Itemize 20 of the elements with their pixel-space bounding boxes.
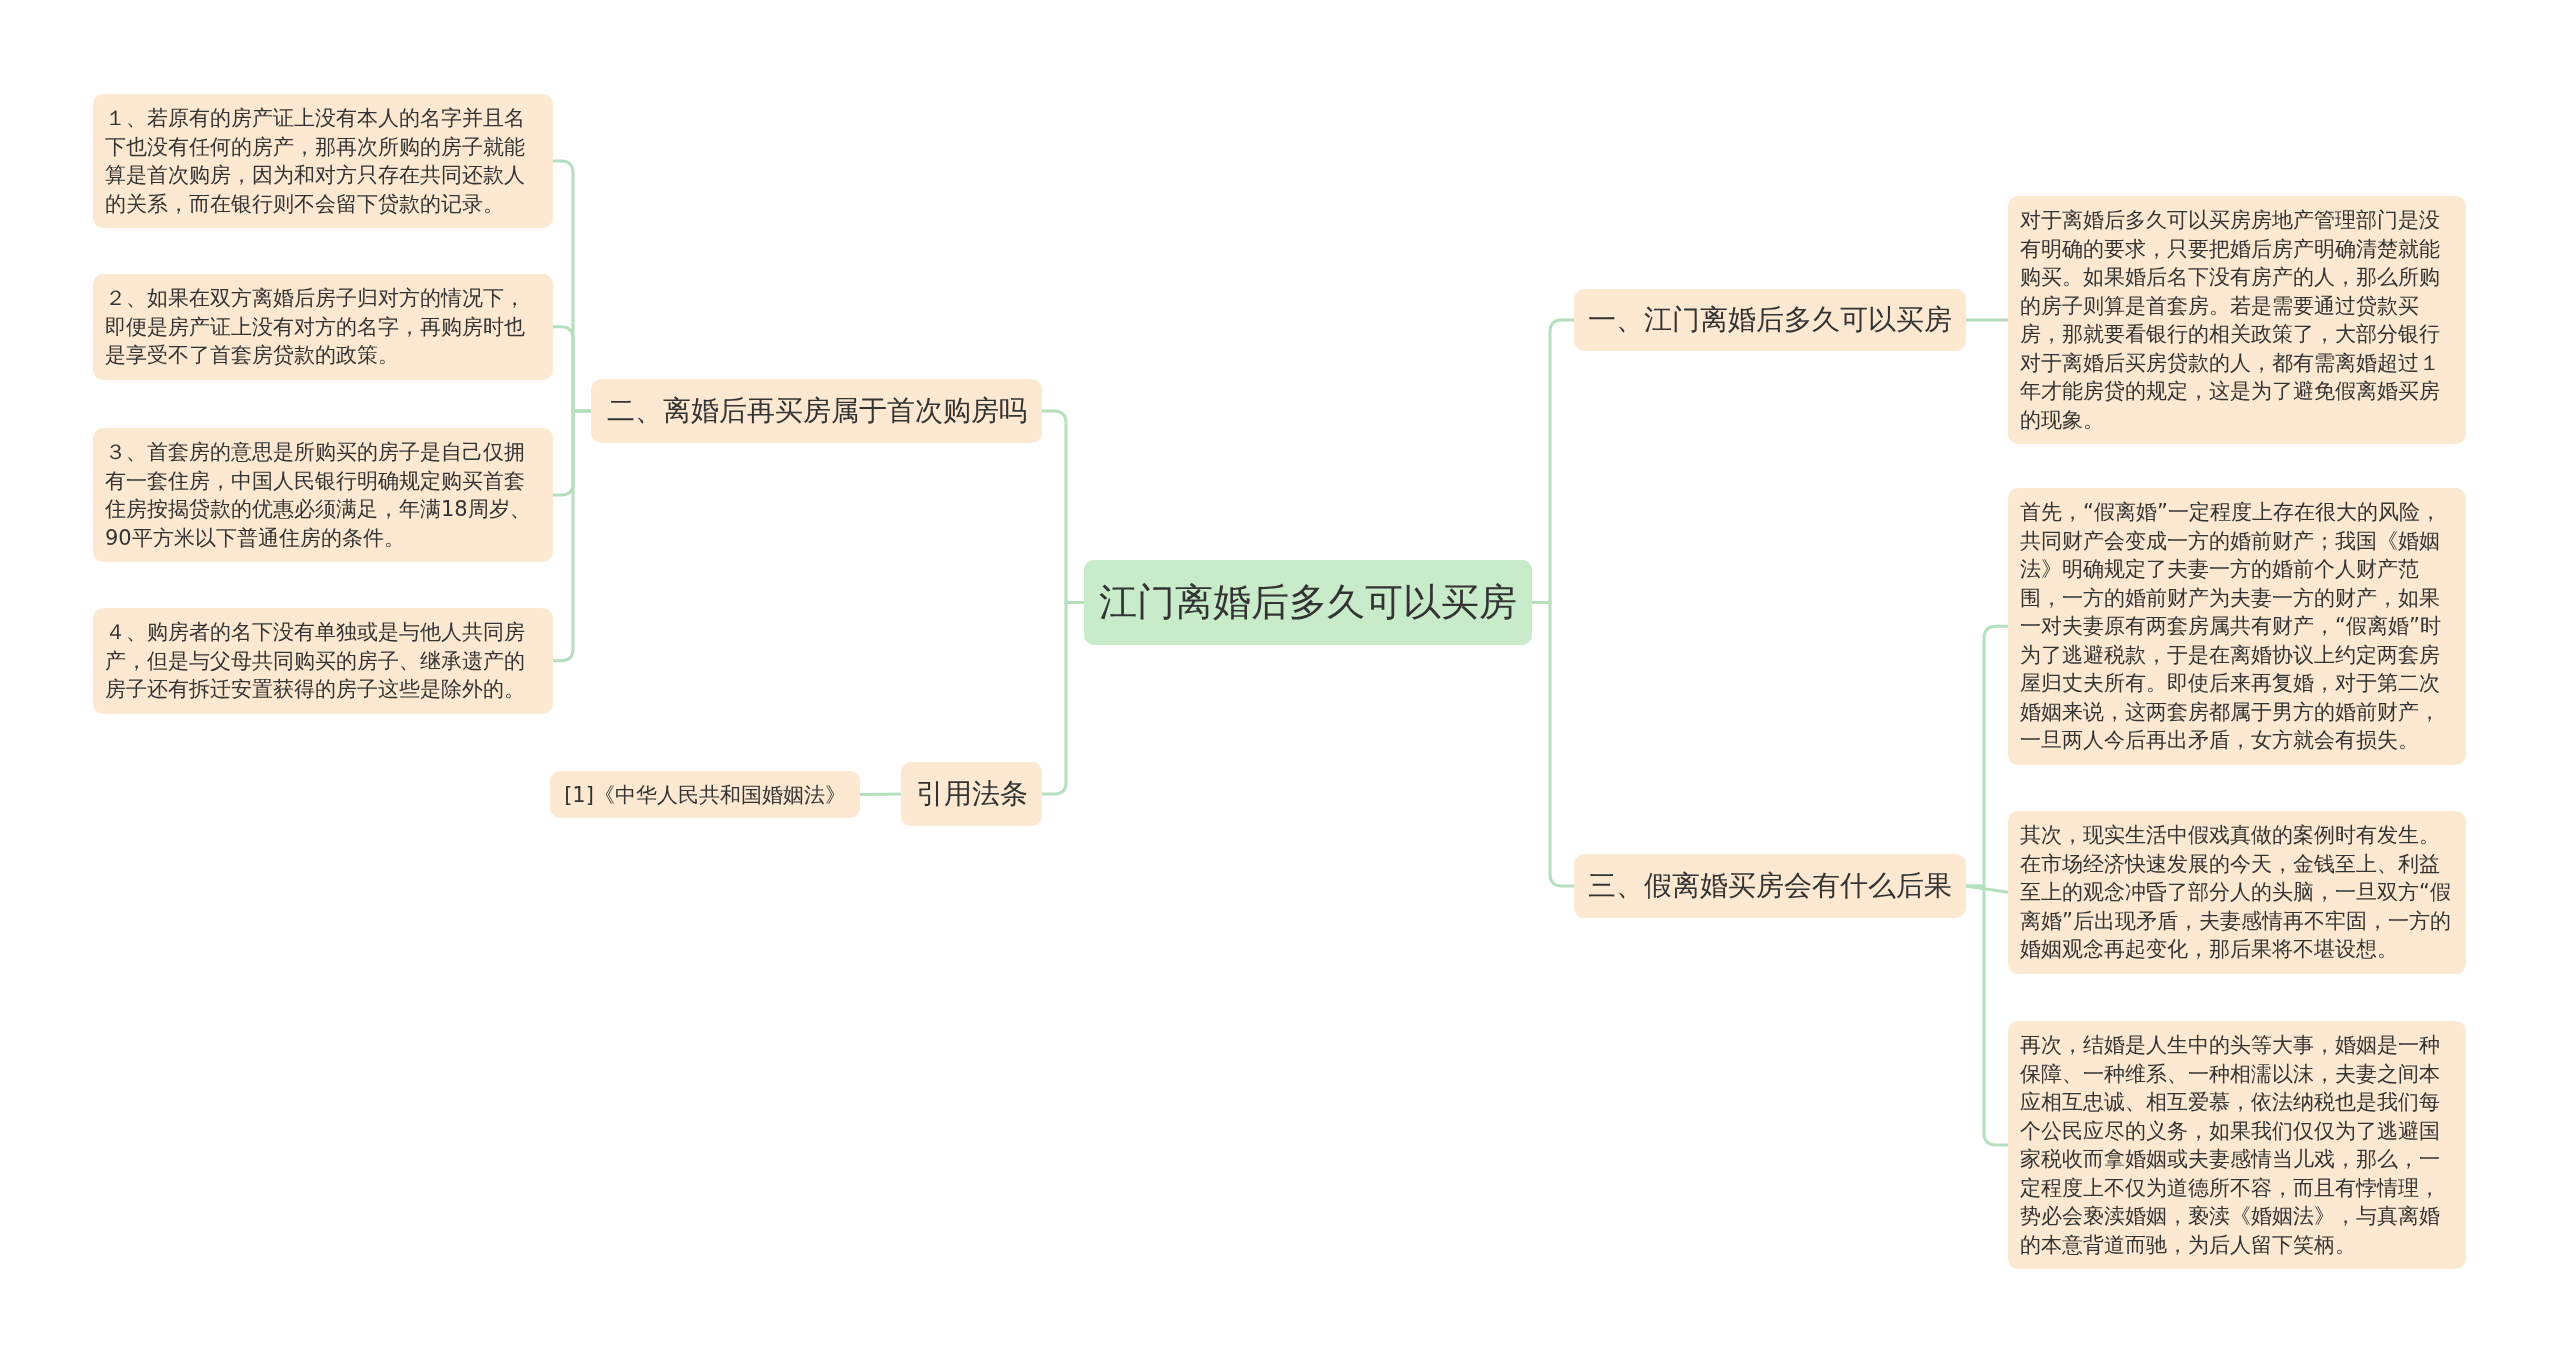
text-card: 首先，“假离婚”一定程度上存在很大的风险，共同财产会变成一方的婚前财产；我国《婚姻法》明确规定了夫妻一方的婚前个人财产范围，一方的婚前财产为夫妻一方的财产，如果一对夫妻原有两套房属共有财产，“假离婚”时为了逃避税款，于是在离婚协议上约定两套房屋归丈夫所有。即使后来再复婚，对于第二次婚姻来说，这两套房都属于男方的婚前财产，一旦两人今后再出矛盾，女方就会有损失。 — [2008, 488, 2466, 765]
text-card: 其次，现实生活中假戏真做的案例时有发生。在市场经济快速发展的今天，金钱至上、利益至上的观念冲昏了部分人的头脑，一旦双方“假离婚”后出现矛盾，夫妻感情再不牢固，一方的婚姻观念再起变化，那后果将不堪设想。 — [2008, 811, 2466, 974]
central-topic-box: 江门离婚后多久可以买房 — [1084, 560, 1532, 645]
text-card: 对于离婚后多久可以买房房地产管理部门是没有明确的要求，只要把婚后房产明确清楚就能购买。如果婚后名下没有房产的人，那么所购的房子则算是首套房。若是需要通过贷款买房，那就要看银行的相关政策了，大部分银行对于离婚后买房贷款的人，都有需离婚超过１年才能房贷的规定，这是为了避免假离婚买房的现象。 — [2008, 196, 2466, 444]
connector-line — [1532, 601, 1574, 888]
text-card: １、若原有的房产证上没有本人的名字并且名下也没有任何的房产，那再次所购的房子就能算是首次购房，因为和对方只存在共同还款人的关系，而在银行则不会留下贷款的记录。 — [93, 94, 553, 228]
topic-box: 三、假离婚买房会有什么后果 — [1574, 854, 1966, 918]
text-card: ２、如果在双方离婚后房子归对方的情况下，即便是房产证上没有对方的名字，再购房时也是享受不了首套房贷款的政策。 — [93, 274, 553, 380]
text-card: ３、首套房的意思是所购买的房子是自己仅拥有一套住房，中国人民银行明确规定购买首套住房按揭贷款的优惠必须满足，年满18周岁、90平方米以下普通住房的条件。 — [93, 428, 553, 562]
connector-line — [1966, 884, 2008, 1147]
topic-box: 一、江门离婚后多久可以买房 — [1574, 289, 1966, 351]
connector-line — [859, 792, 902, 796]
topic-box: 引用法条 — [901, 762, 1042, 826]
text-card: [1]《中华人民共和国婚姻法》 — [550, 771, 860, 818]
connector-line — [1966, 318, 2008, 322]
connector-line — [553, 409, 591, 663]
text-card: 再次，结婚是人生中的头等大事，婚姻是一种保障、一种维系、一种相濡以沫，夫妻之间本应相互忠诚、相互爱慕，依法纳税也是我们每个公民应尽的义务，如果我们仅仅为了逃避国家税收而拿婚姻或夫妻感情当儿戏，那么，一定程度上不仅为道德所不容，而且有悖情理，势必会亵渎婚姻，亵渎《婚姻法》，与真离婚的本意背道而驰，为后人留下笑柄。 — [2008, 1021, 2466, 1269]
text-card: ４、购房者的名下没有单独或是与他人共同房产，但是与父母共同购买的房子、继承遗产的房子还有拆迁安置获得的房子这些是除外的。 — [93, 608, 553, 714]
topic-box: 二、离婚后再买房属于首次购房吗 — [591, 379, 1042, 443]
connector-line — [1042, 601, 1084, 796]
